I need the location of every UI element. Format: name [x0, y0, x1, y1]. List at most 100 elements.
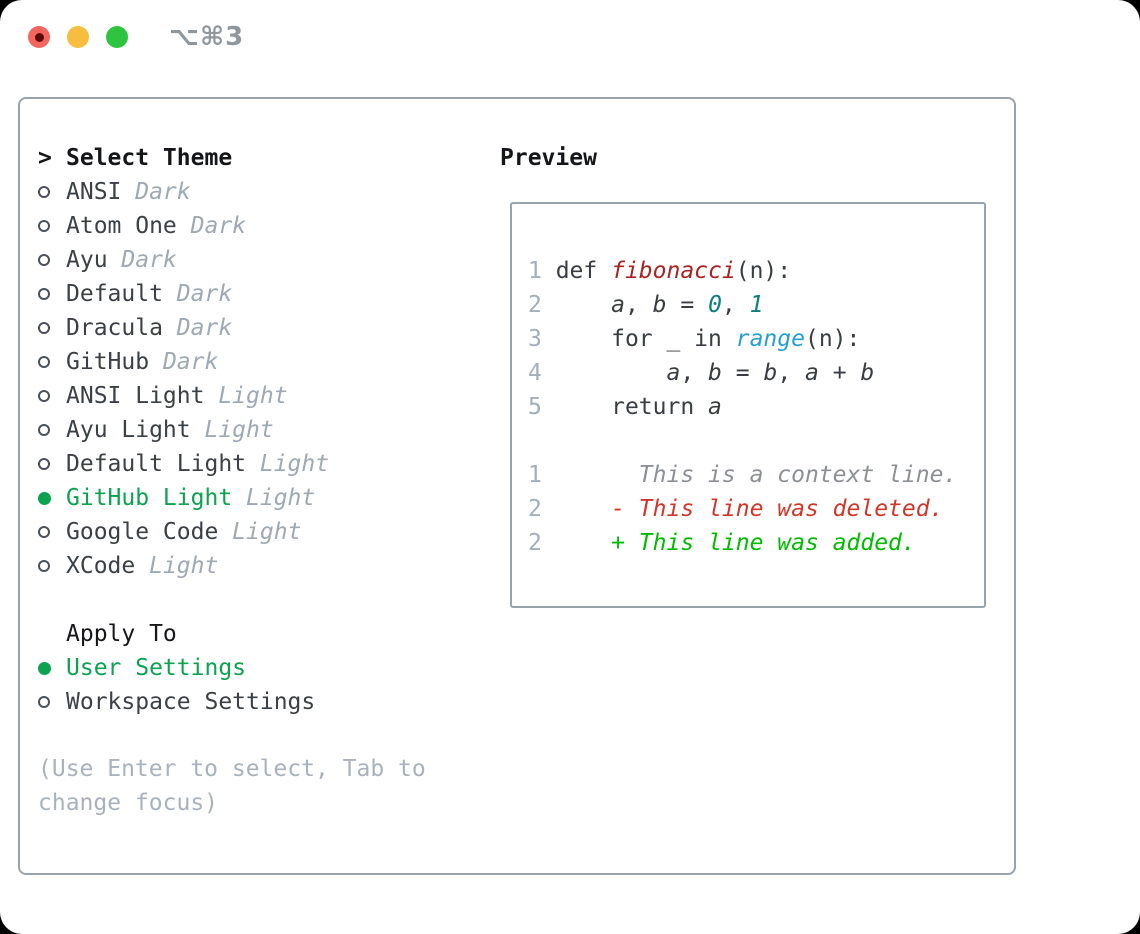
code-token-ctx: This is a context line.	[638, 462, 958, 488]
code-token-plain: =	[721, 360, 764, 386]
radio-unselected-icon	[38, 526, 50, 538]
minimize-button[interactable]	[67, 26, 89, 48]
code-token-int: 1	[749, 292, 764, 318]
apply-to-title: Apply To	[66, 621, 177, 647]
close-button[interactable]	[28, 26, 50, 48]
apply-to-header: Apply To	[38, 617, 315, 651]
radio-unselected-icon	[38, 220, 50, 232]
theme-variant-tag: Light	[204, 383, 288, 409]
theme-variant-tag: Dark	[121, 179, 191, 205]
option-label: Ayu Light	[66, 417, 191, 443]
theme-list-title: Select Theme	[66, 145, 233, 171]
code-token-del: - This line was deleted.	[611, 496, 944, 522]
code-token-plain	[542, 530, 611, 556]
option-label: GitHub	[66, 349, 150, 375]
code-token-plain: +	[818, 360, 861, 386]
code-token-var: a	[805, 360, 819, 386]
code-token-int: 0	[708, 292, 722, 318]
code-token-plain: ,	[721, 292, 750, 318]
hint-text: (Use Enter to select, Tab to change focu…	[38, 752, 426, 820]
code-token-plain: return	[555, 394, 709, 420]
option-label: GitHub Light	[66, 485, 233, 511]
code-token-plain: def	[555, 258, 612, 284]
theme-option[interactable]: Default Dark	[38, 277, 329, 311]
option-label: Ayu	[66, 247, 108, 273]
theme-variant-tag: Dark	[149, 349, 219, 375]
theme-option[interactable]: Default Light Light	[38, 447, 329, 481]
code-token-num: 2	[528, 292, 556, 318]
theme-variant-tag: Dark	[107, 247, 177, 273]
option-label: Default	[66, 281, 163, 307]
theme-option[interactable]: ANSI Dark	[38, 175, 329, 209]
code-token-plain	[556, 292, 611, 318]
code-token-num: 2	[528, 496, 542, 522]
code-token-num: 1	[528, 462, 542, 488]
theme-option[interactable]: XCode Light	[38, 549, 329, 583]
code-token-num: 3	[528, 326, 556, 352]
radio-unselected-icon	[38, 390, 50, 402]
code-token-plain	[556, 360, 667, 386]
code-token-plain: ,	[624, 292, 653, 318]
code-token-plain	[542, 496, 611, 522]
radio-unselected-icon	[38, 696, 50, 708]
theme-option[interactable]: Ayu Dark	[38, 243, 329, 277]
code-token-plain: (n):	[804, 326, 861, 352]
code-token-plain: (n):	[735, 258, 792, 284]
theme-variant-tag: Light	[190, 417, 274, 443]
option-label: Default Light	[66, 451, 247, 477]
code-token-num: 1	[528, 258, 556, 284]
zoom-button[interactable]	[106, 26, 128, 48]
code-token-func: fibonacci	[611, 258, 736, 284]
radio-unselected-icon	[38, 186, 50, 198]
preview-title: Preview	[500, 145, 597, 171]
theme-option[interactable]: ANSI Light Light	[38, 379, 329, 413]
theme-variant-tag: Dark	[176, 213, 247, 239]
apply-to-option[interactable]: User Settings	[38, 651, 315, 685]
code-token-num: 4	[528, 360, 556, 386]
code-token-plain: =	[666, 292, 709, 318]
radio-selected-icon	[38, 491, 51, 505]
radio-unselected-icon	[38, 254, 50, 266]
theme-variant-tag: Light	[135, 553, 219, 579]
theme-option[interactable]: Google Code Light	[38, 515, 329, 549]
radio-unselected-icon	[38, 322, 50, 334]
theme-list-header: > Select Theme	[38, 141, 329, 175]
hint-line-1: (Use Enter to select, Tab to	[38, 756, 426, 782]
close-dot-icon	[34, 32, 44, 42]
code-token-var: a	[611, 292, 625, 318]
theme-variant-tag: Dark	[162, 281, 233, 307]
option-label: Dracula	[66, 315, 163, 341]
code-token-var: b	[708, 360, 722, 386]
option-label: Atom One	[66, 213, 177, 239]
apply-to-option[interactable]: Workspace Settings	[38, 685, 315, 719]
prompt-icon: >	[38, 145, 52, 171]
code-token-var: b	[763, 360, 778, 386]
theme-variant-tag: Dark	[162, 315, 233, 341]
radio-unselected-icon	[38, 458, 50, 470]
option-label: XCode	[66, 553, 136, 579]
theme-option[interactable]: Dracula Dark	[38, 311, 329, 345]
code-token-var: a	[666, 360, 681, 386]
option-label: Workspace Settings	[66, 689, 316, 715]
theme-variant-tag: Light	[218, 519, 302, 545]
radio-unselected-icon	[38, 560, 50, 572]
radio-selected-icon	[38, 661, 51, 675]
code-token-var: b	[860, 360, 875, 386]
code-token-var: a	[708, 394, 722, 420]
code-token-var: b	[652, 292, 667, 318]
theme-option[interactable]: Ayu Light Light	[38, 413, 329, 447]
theme-option[interactable]: GitHub Light Light	[38, 481, 329, 515]
hint-line-2: change focus)	[38, 790, 219, 816]
code-token-plain: ,	[680, 360, 709, 386]
titlebar: ⌥⌘3	[28, 22, 244, 52]
option-label: ANSI	[66, 179, 122, 205]
radio-unselected-icon	[38, 288, 50, 300]
code-token-num: 5	[528, 394, 556, 420]
option-label: Google Code	[66, 519, 219, 545]
code-token-num: 2	[528, 530, 542, 556]
theme-option[interactable]: GitHub Dark	[38, 345, 329, 379]
code-token-add: + This line was added.	[611, 530, 916, 556]
theme-option[interactable]: Atom One Dark	[38, 209, 329, 243]
